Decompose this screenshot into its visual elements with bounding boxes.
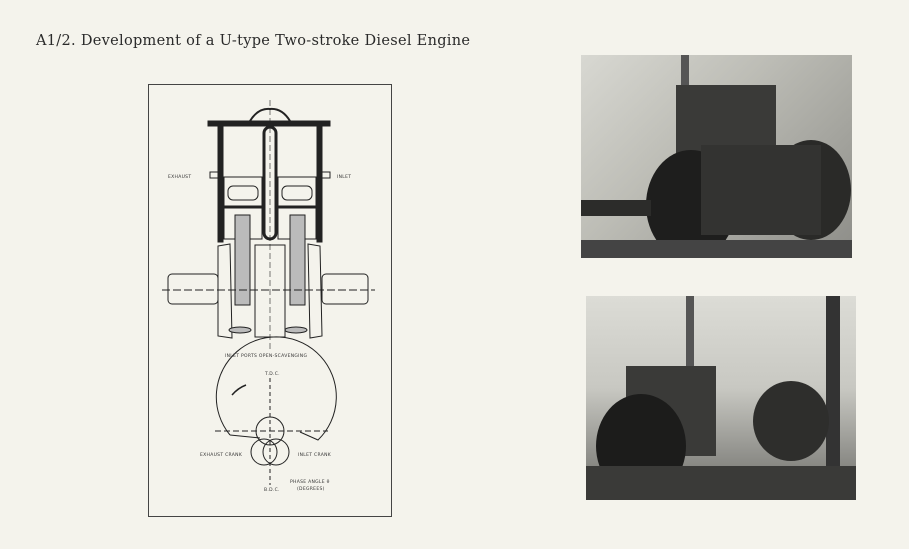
figure-caption: A1/2. Development of a U-type Two-stroke… (36, 33, 471, 49)
engine-diagram-frame (148, 84, 392, 517)
engine-photo-top (581, 55, 852, 258)
label-degrees: (DEGREES) (297, 486, 325, 492)
engine-photo-bottom (586, 296, 856, 500)
label-scavenging: INLET PORTS OPEN-SCAVENGING (225, 353, 307, 359)
label-tdc: T.D.C. (264, 371, 280, 377)
label-inlet-crank: INLET CRANK (298, 452, 332, 458)
label-exhaust-crank: EXHAUST CRANK (200, 452, 243, 458)
label-bdc: B.D.C. (264, 487, 280, 493)
label-phase-angle: PHASE ANGLE θ (290, 479, 330, 485)
label-inlet: INLET (337, 174, 351, 180)
label-exhaust: EXHAUST (168, 174, 191, 180)
